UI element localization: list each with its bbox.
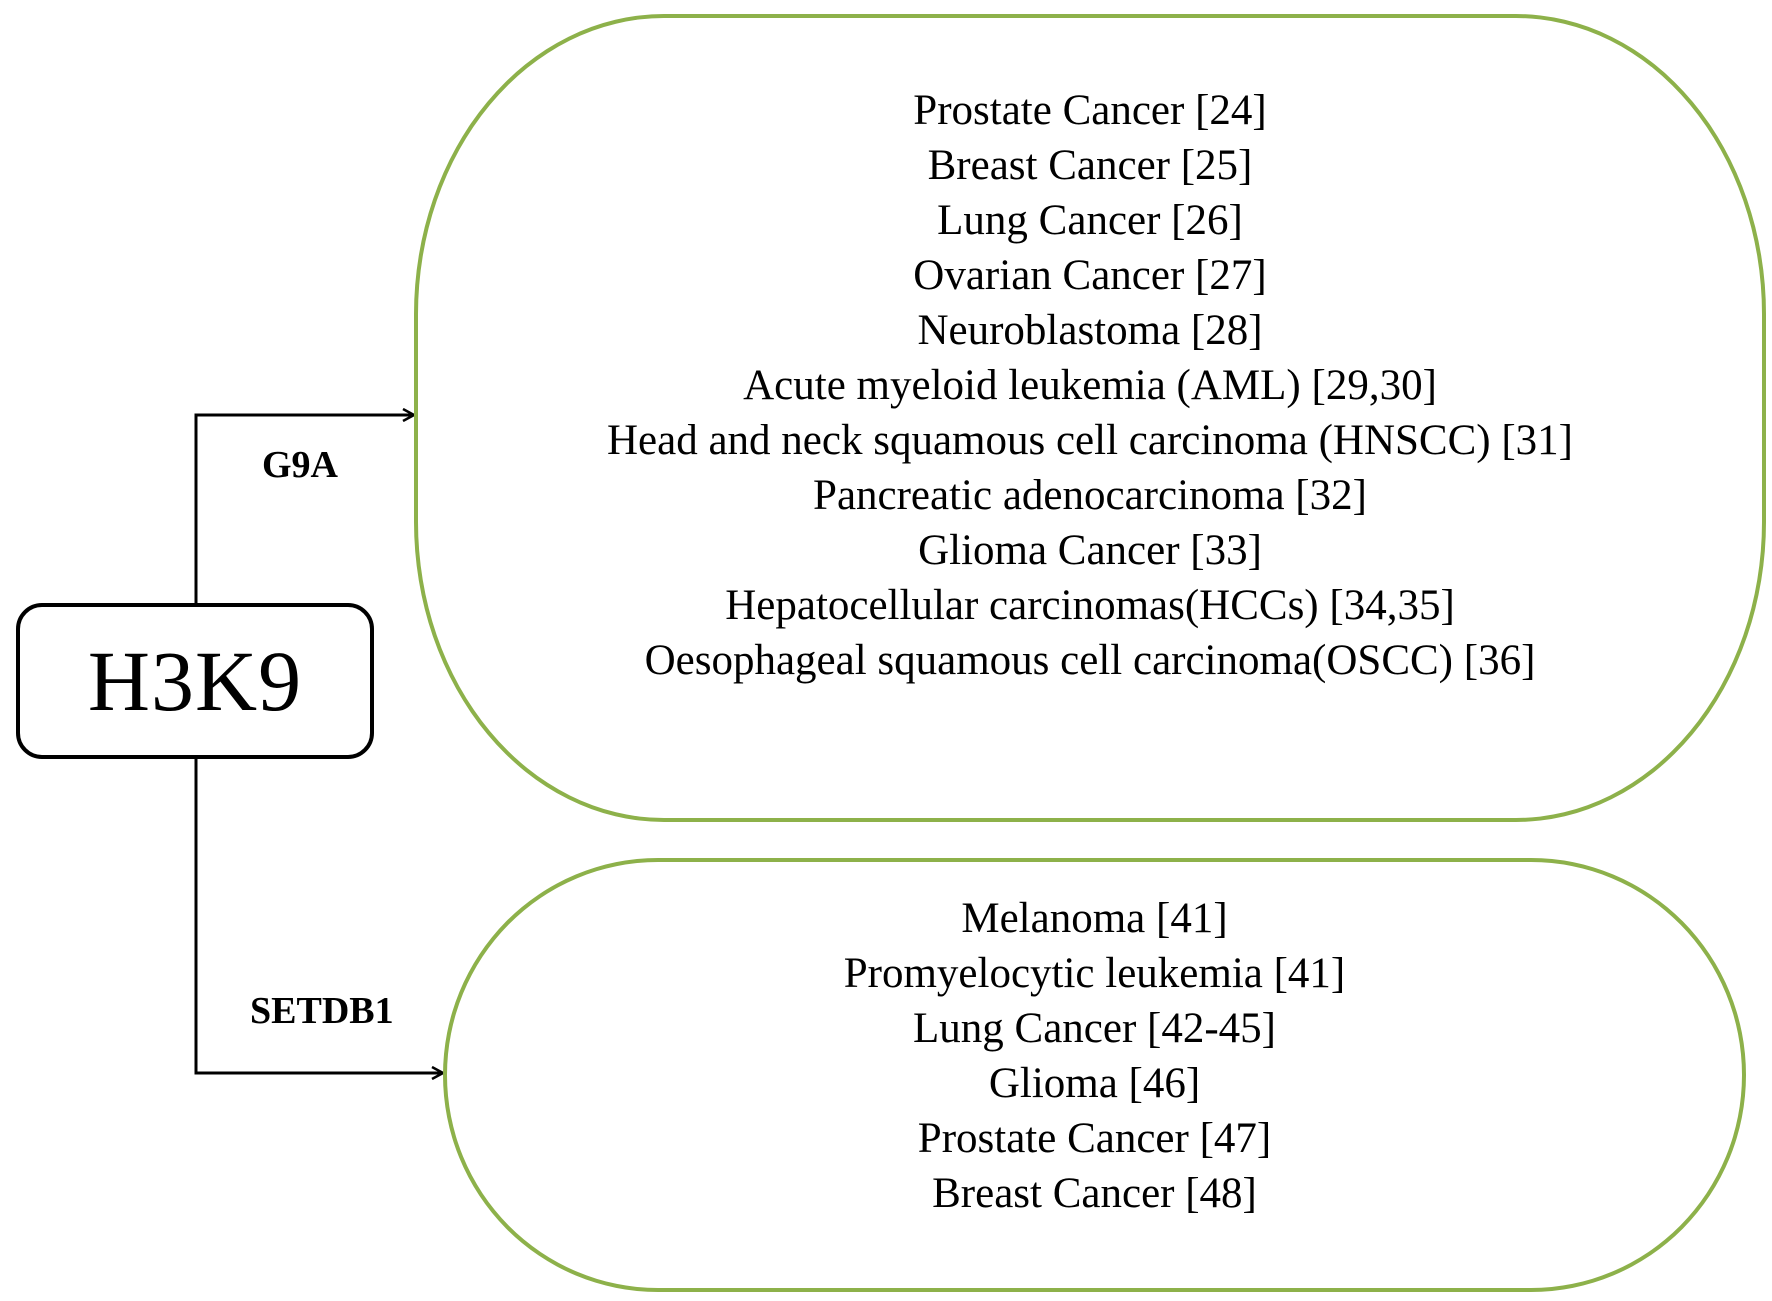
disease-item: Head and neck squamous cell carcinoma (H… <box>606 416 1573 464</box>
disease-item: Oesophageal squamous cell carcinoma(OSCC… <box>644 636 1536 684</box>
disease-item: Hepatocellular carcinomas(HCCs) [34,35] <box>725 581 1455 629</box>
disease-item: Lung Cancer [42-45] <box>913 1005 1276 1052</box>
disease-item: Breast Cancer [25] <box>927 141 1253 189</box>
branch-label-g9a: G9A <box>262 444 338 486</box>
disease-item: Prostate Cancer [24] <box>913 86 1267 134</box>
branch-label-setdb1: SETDB1 <box>250 990 394 1032</box>
disease-item: Melanoma [41] <box>961 895 1228 942</box>
disease-group-setdb1: Melanoma [41] Promyelocytic leukemia [41… <box>443 858 1746 1292</box>
disease-item: Acute myeloid leukemia (AML) [29,30] <box>743 361 1437 409</box>
disease-item: Promyelocytic leukemia [41] <box>843 950 1346 997</box>
disease-item: Glioma [46] <box>988 1060 1201 1107</box>
connector-setdb1 <box>194 759 443 1073</box>
disease-item: Breast Cancer [48] <box>932 1170 1257 1217</box>
connector-g9a <box>194 415 414 603</box>
disease-item: Glioma Cancer [33] <box>918 526 1262 574</box>
disease-item: Prostate Cancer [47] <box>917 1115 1272 1162</box>
disease-item: Lung Cancer [26] <box>937 196 1243 244</box>
disease-group-g9a: Prostate Cancer [24] Breast Cancer [25] … <box>414 14 1766 822</box>
disease-item: Ovarian Cancer [27] <box>913 251 1267 299</box>
disease-item: Pancreatic adenocarcinoma [32] <box>813 471 1367 519</box>
root-node-label: H3K9 <box>87 633 303 729</box>
root-node: H3K9 <box>16 603 374 759</box>
disease-item: Neuroblastoma [28] <box>917 306 1263 354</box>
